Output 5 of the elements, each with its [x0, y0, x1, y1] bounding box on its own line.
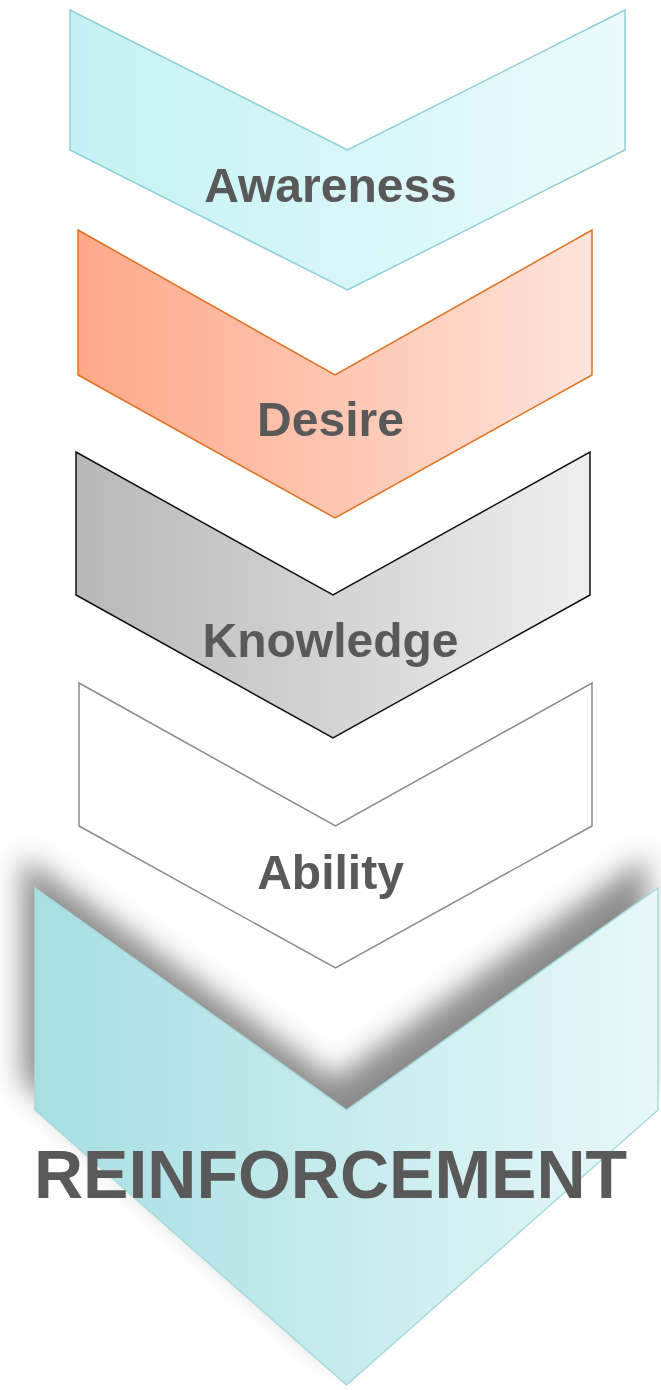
stage-label: Desire — [257, 396, 404, 444]
stage-label: REINFORCEMENT — [33, 1140, 628, 1208]
stage-label: Ability — [257, 849, 404, 897]
stage-label: Knowledge — [202, 617, 459, 665]
stage-label: Awareness — [204, 162, 457, 210]
